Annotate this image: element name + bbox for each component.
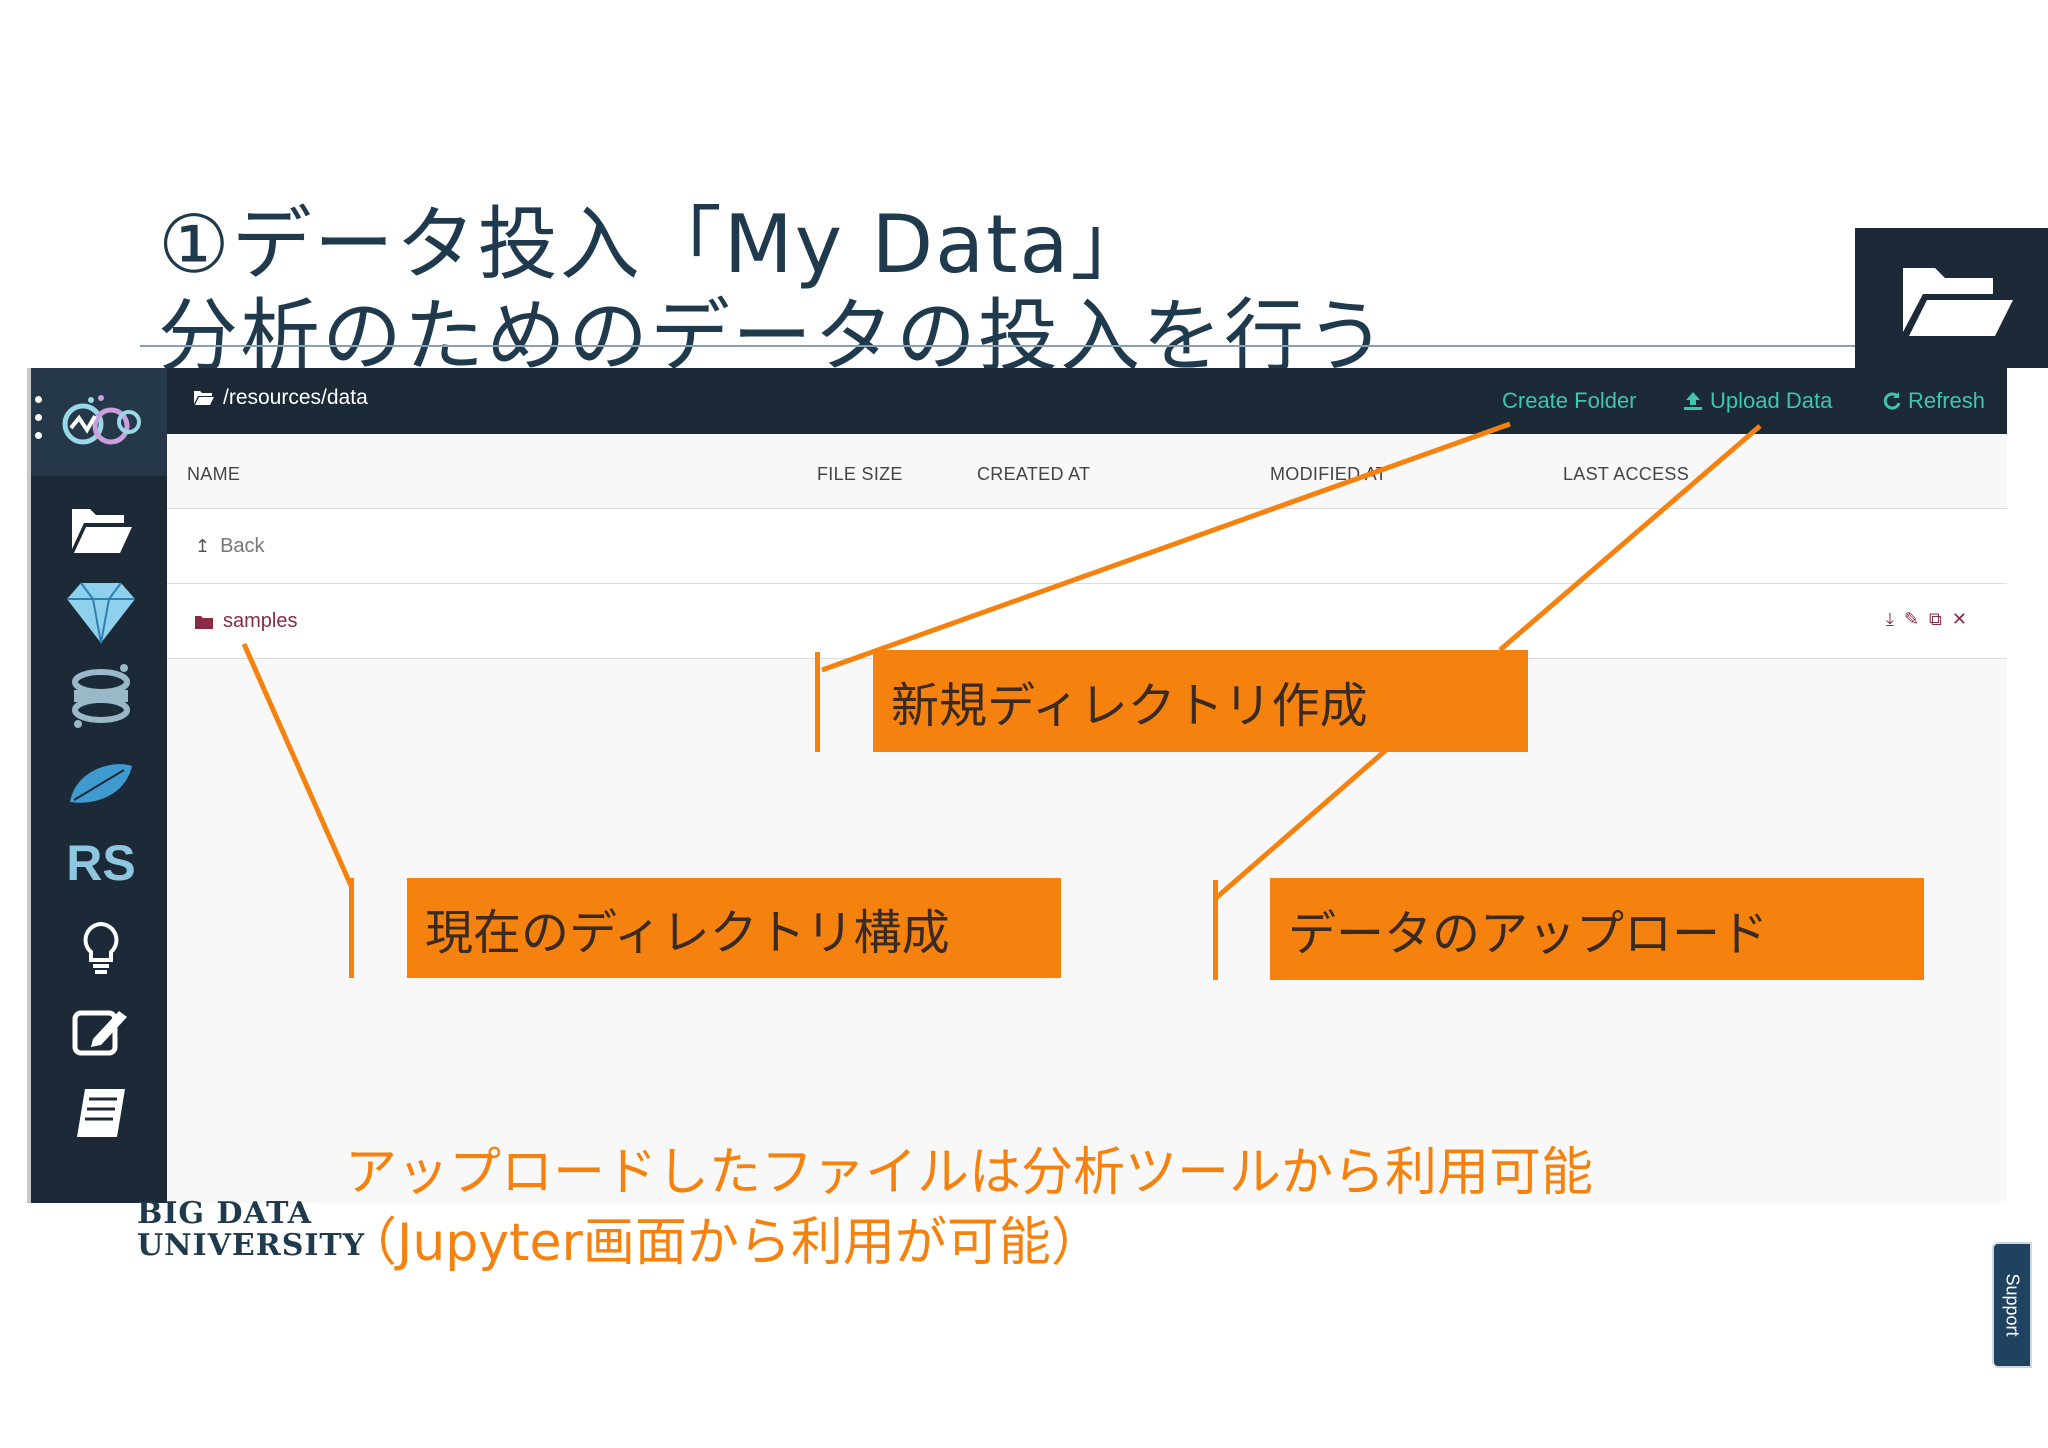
create-folder-button[interactable]: Create Folder [1502, 388, 1637, 414]
jupyter-icon[interactable] [61, 660, 141, 730]
breadcrumb: /resources/data [193, 386, 368, 410]
column-last-access[interactable]: LAST ACCESS [1563, 464, 1690, 484]
edit-icon[interactable] [61, 996, 141, 1066]
section-tab [1855, 228, 2048, 368]
column-created-at[interactable]: CREATED AT [977, 464, 1091, 484]
slide-title-line1: ①データ投入「My Data」 [158, 198, 1153, 291]
column-modified-at[interactable]: MODIFIED AT [1270, 464, 1387, 484]
refresh-icon [1883, 392, 1901, 410]
top-bar: /resources/data Create Folder Upload Dat… [167, 368, 2007, 434]
note-line2: （Jupyter画面から利用が可能） [345, 1213, 1103, 1273]
upload-icon [1684, 392, 1702, 410]
brand-line2: UNIVERSITY [137, 1228, 366, 1263]
leaf-icon[interactable] [61, 748, 141, 818]
back-link[interactable]: Back [220, 535, 265, 557]
logo-icon [62, 395, 141, 445]
slide-title-line2: 分析のためのデータの投入を行う [158, 290, 1388, 383]
download-icon[interactable]: ⤓ [1885, 609, 1894, 630]
menu-dots-icon[interactable] [35, 396, 43, 448]
callout-upload: データのアップロード [1270, 878, 1924, 980]
callout-bracket [815, 652, 820, 752]
title-divider [140, 345, 1855, 347]
refresh-button[interactable]: Refresh [1882, 388, 1985, 414]
folder-name[interactable]: samples [223, 610, 298, 632]
upload-data-button[interactable]: Upload Data [1682, 388, 1832, 414]
create-folder-label: Create Folder [1502, 388, 1637, 413]
brand-logo: BIG DATA UNIVERSITY [137, 1198, 365, 1262]
support-tab[interactable]: Support [1992, 1242, 2032, 1368]
column-file-size[interactable]: FILE SIZE [817, 464, 903, 484]
open-folder-icon [1903, 268, 2013, 336]
app-window: RS /resources/data Create Folder Upload … [27, 368, 2032, 1368]
share-icon[interactable]: ⧉ [1929, 609, 1942, 630]
pencil-icon[interactable]: ✎ [1903, 609, 1920, 630]
column-name[interactable]: NAME [187, 464, 241, 484]
book-icon[interactable] [61, 1078, 141, 1148]
note-line1: アップロードしたファイルは分析ツールから利用可能 [345, 1143, 1594, 1203]
folder-icon[interactable] [61, 496, 141, 566]
callout-bracket [1213, 880, 1218, 980]
upload-data-label: Upload Data [1710, 388, 1833, 413]
table-header: NAME FILE SIZE CREATED AT MODIFIED AT LA… [167, 434, 2007, 509]
brand-line1: BIG DATA [137, 1196, 313, 1231]
folder-open-icon [194, 391, 214, 405]
support-label: Support [2002, 1273, 2023, 1337]
lightbulb-icon[interactable] [61, 913, 141, 983]
refresh-label: Refresh [1908, 388, 1986, 413]
table-row[interactable]: samples ⤓ ✎ ⧉ ✕ [167, 584, 2007, 659]
row-actions: ⤓ ✎ ⧉ ✕ [1886, 609, 1967, 630]
callout-new-directory: 新規ディレクトリ作成 [873, 650, 1528, 752]
diamond-icon[interactable] [61, 578, 141, 648]
rstudio-icon[interactable]: RS [66, 835, 136, 891]
back-arrow-icon: ↥ [195, 536, 211, 556]
sidebar: RS [27, 368, 167, 1203]
callout-current-directory: 現在のディレクトリ構成 [407, 878, 1061, 978]
table-row-back[interactable]: ↥ Back [167, 509, 2007, 584]
folder-icon [195, 615, 213, 629]
delete-icon[interactable]: ✕ [1951, 609, 1967, 630]
callout-bracket [349, 878, 354, 978]
path-text: /resources/data [223, 386, 368, 409]
app-logo[interactable] [31, 368, 167, 476]
